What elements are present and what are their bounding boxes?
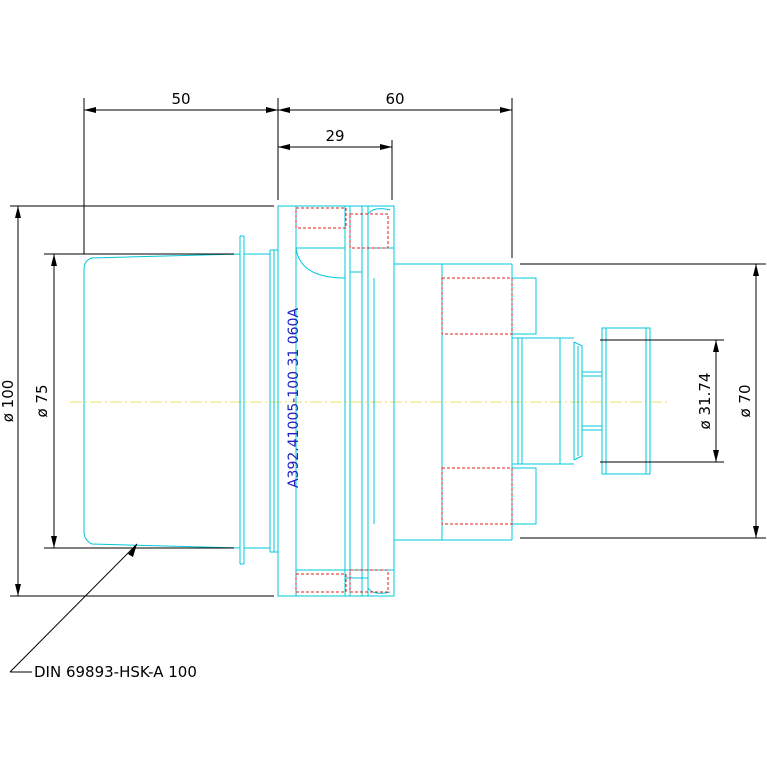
dim-dia70-text: ø 70 [736, 384, 754, 417]
body-hidden-lines [441, 277, 513, 525]
part-number-text: A392.41005-100 31 060A [286, 308, 302, 488]
dim-29-text: 29 [325, 127, 344, 145]
standard-label-text: DIN 69893-HSK-A 100 [34, 663, 197, 681]
flange-outline [277, 205, 395, 597]
dimension-arrows-top [84, 107, 512, 150]
dim-dia75-text: ø 75 [33, 384, 51, 417]
dimension-lines-right [520, 263, 766, 539]
dim-50-text: 50 [171, 90, 190, 108]
dimension-arrows-left [15, 206, 57, 596]
dimension-arrows-right [713, 264, 759, 538]
standard-leader-line [9, 543, 138, 673]
hsk-shank-outline [83, 235, 278, 565]
dim-dia100-text: ø 100 [0, 380, 17, 423]
leader-arrow [128, 544, 137, 557]
dim-60-text: 60 [385, 90, 404, 108]
flange-hidden-lines [295, 207, 389, 593]
dim-dia3174-text: ø 31.74 [696, 373, 714, 430]
dimension-lines-left [10, 205, 274, 597]
dimension-lines-top [83, 98, 513, 258]
